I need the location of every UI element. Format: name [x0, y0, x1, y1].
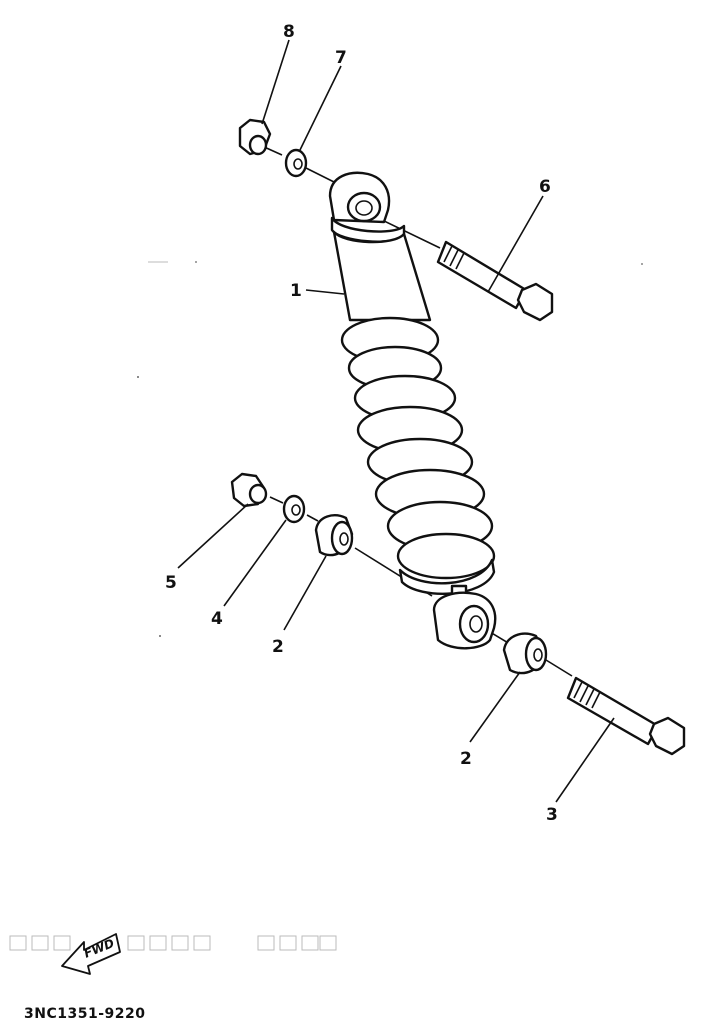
collar-part-2-left — [314, 514, 354, 557]
callout-8: 8 — [283, 22, 295, 42]
upper-washer-part-7 — [284, 148, 308, 178]
callout-labels: 8 7 6 1 5 4 2 2 3 — [165, 22, 558, 825]
callout-5: 5 — [165, 573, 177, 593]
diagram-code: 3NC1351-9220 — [24, 1006, 145, 1022]
shock-absorber-part-1 — [328, 171, 497, 650]
upper-bolt-part-6 — [436, 240, 554, 322]
callout-7: 7 — [335, 48, 347, 68]
collar-part-2-right — [502, 632, 548, 675]
callout-1: 1 — [290, 281, 302, 301]
callout-6: 6 — [539, 177, 551, 197]
callout-3: 3 — [546, 805, 558, 825]
callout-2-right: 2 — [460, 749, 472, 769]
scan-marks — [137, 261, 643, 637]
callout-4: 4 — [211, 609, 223, 629]
faded-stamp-marks — [9, 935, 337, 951]
callout-2-left: 2 — [272, 637, 284, 657]
forward-arrow-icon: FWD — [61, 933, 121, 975]
lower-nut-part-5 — [230, 472, 268, 508]
spring-coils — [340, 316, 496, 580]
leader-lines — [177, 39, 615, 803]
lower-washer-part-4 — [282, 494, 306, 524]
lower-bolt-part-3 — [566, 676, 686, 756]
upper-nut-part-8 — [238, 118, 272, 156]
